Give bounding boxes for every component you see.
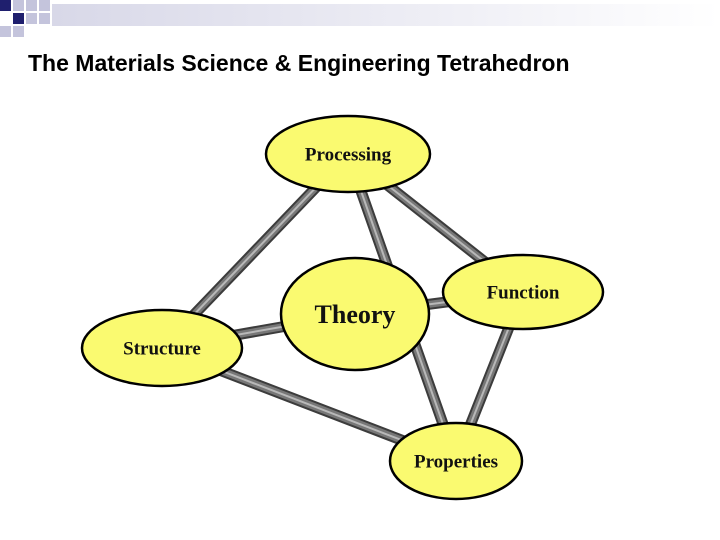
corner-square [26,0,37,11]
corner-square [13,13,24,24]
node-ellipse-function [441,253,605,331]
node-ellipse-processing [264,114,432,194]
slide-title: The Materials Science & Engineering Tetr… [28,50,570,76]
node-structure: Structure [80,308,244,388]
node-label-processing: Processing [305,145,392,166]
header-fade-strip [52,4,720,26]
corner-square [0,0,11,11]
node-properties: Properties [388,421,524,501]
node-ellipse-properties [388,421,524,501]
node-ellipse-theory [279,256,431,372]
node-theory: Theory [279,256,431,372]
corner-square [39,13,50,24]
node-ellipse-structure [80,308,244,388]
corner-square [13,26,24,37]
node-function: Function [441,253,605,331]
corner-square-pattern [0,0,720,37]
node-label-properties: Properties [414,452,498,473]
corner-square [0,26,11,37]
node-label-structure: Structure [123,339,201,360]
corner-square [13,0,24,11]
corner-square [39,0,50,11]
node-processing: Processing [264,114,432,194]
corner-square [26,13,37,24]
node-label-function: Function [487,283,560,304]
node-label-theory: Theory [315,300,396,329]
